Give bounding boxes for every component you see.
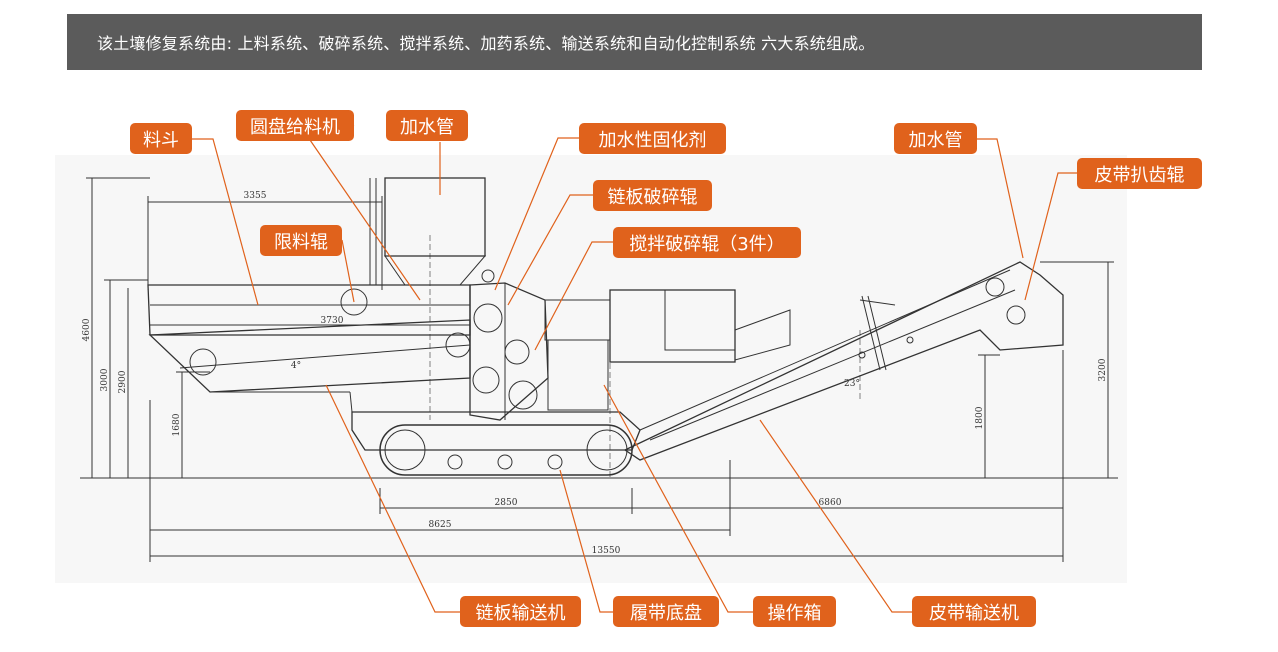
drawing-background [55,155,1127,583]
leader-track-chassis [559,469,613,613]
callout-belt-conveyor: 皮带输送机 [912,596,1036,627]
callout-belt-scraper: 皮带扒齿辊 [1077,158,1202,189]
description-banner: 该土壤修复系统由: 上料系统、破碎系统、搅拌系统、加药系统、输送系统和自动化控制… [67,14,1202,70]
angle-4: 4° [291,361,301,371]
callout-chain-crusher: 链板破碎辊 [593,180,712,211]
dim-3730: 3730 [321,316,344,326]
leader-control-box [603,384,753,613]
dim-6860: 6860 [819,498,842,508]
dim-3200: 3200 [1098,358,1108,381]
dim-1800: 1800 [975,406,985,429]
leader-chain-conveyor [325,384,460,613]
dim-1680: 1680 [172,413,182,436]
dim-3355: 3355 [244,191,267,201]
dim-2850: 2850 [495,498,518,508]
leader-hopper [191,138,259,306]
callout-water-pipe-left: 加水管 [386,110,468,141]
leader-chain-crusher [507,194,593,306]
leader-mix-crusher [534,241,613,351]
leader-belt-conveyor [759,419,912,613]
callout-control-box: 操作箱 [753,596,836,627]
dim-13550: 13550 [592,546,621,556]
dim-8625: 8625 [429,520,452,530]
callout-track-chassis: 履带底盘 [613,596,719,627]
dim-4600: 4600 [82,318,92,341]
callout-chain-conveyor: 链板输送机 [460,596,581,627]
dim-2900: 2900 [118,370,128,393]
leader-disc-feeder [309,124,421,301]
dim-3000: 3000 [100,368,110,391]
callout-limit-roller: 限料辊 [260,225,342,256]
leader-water-pipe-right [977,138,1024,259]
callout-mix-crusher: 搅拌破碎辊（3件） [613,227,801,258]
callout-hopper: 料斗 [130,123,192,154]
leader-curing-agent [494,137,579,291]
callout-disc-feeder: 圆盘给料机 [236,110,354,141]
leader-limit-roller [341,239,355,303]
callout-curing-agent: 加水性固化剂 [579,123,726,154]
callout-water-pipe-right: 加水管 [894,123,977,154]
leader-belt-scraper [1024,172,1077,301]
angle-23: 23° [844,379,860,389]
